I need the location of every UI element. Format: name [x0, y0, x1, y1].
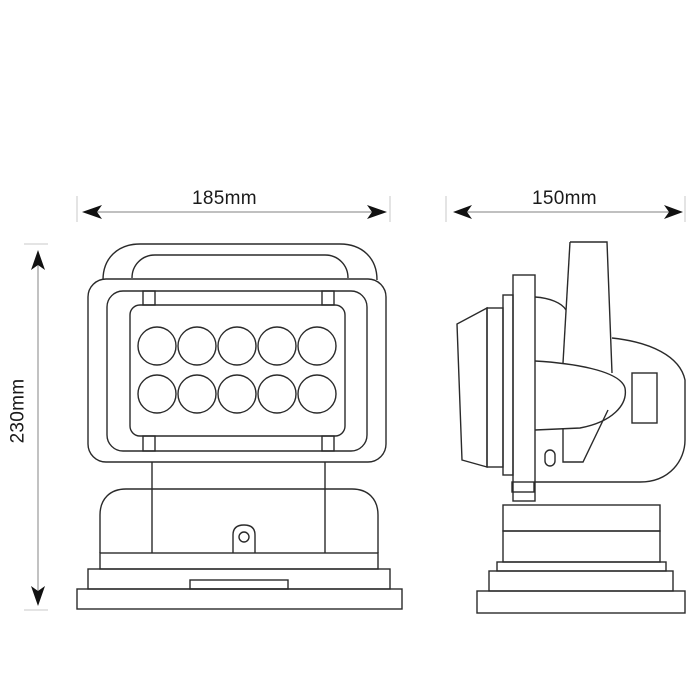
side-width-label: 150mm	[532, 188, 597, 209]
led-row-1	[137, 326, 337, 366]
led-row-2	[137, 374, 337, 414]
side-width-dimension	[445, 196, 686, 222]
height-dimension	[24, 243, 48, 611]
side-view	[456, 241, 686, 614]
front-view	[76, 243, 403, 610]
front-width-label: 185mm	[192, 188, 257, 209]
front-width-dimension	[76, 196, 391, 222]
height-label: 230mm	[7, 378, 29, 444]
